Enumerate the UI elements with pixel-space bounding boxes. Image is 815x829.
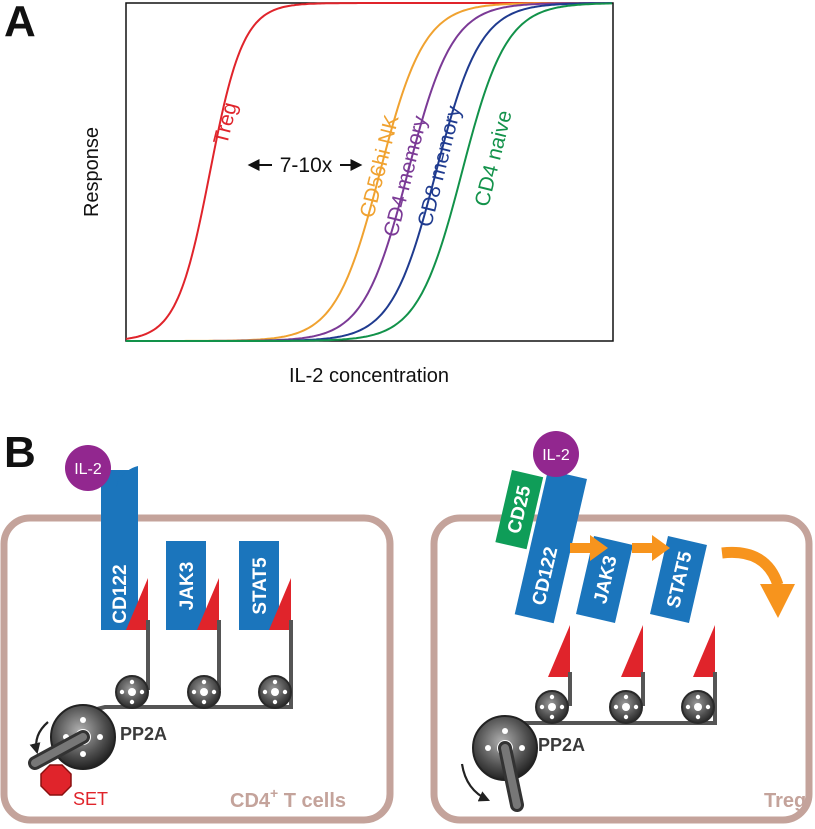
x-axis-label: IL-2 concentration	[289, 365, 449, 387]
treg-cell-label: Treg	[764, 790, 806, 812]
pp2a-wheel-left	[28, 704, 116, 770]
y-axis-label: Response	[81, 127, 103, 217]
stat5-left	[239, 541, 279, 630]
orange-arrow-2-shaft	[632, 543, 654, 553]
pp2a-label-right: PP2A	[538, 735, 585, 755]
cd122-label-left: CD122	[110, 564, 131, 623]
orange-arrow-3-shaft	[721, 546, 784, 587]
cd4-cell-membrane	[0, 514, 394, 824]
cd4-t-cell: IL-2 CD122 JAK3 STAT5	[0, 445, 394, 824]
phosphate-flag-right-2	[621, 625, 643, 677]
treg-cell: CD25 CD122 IL-2 JAK3 STAT5	[430, 431, 813, 824]
pulley-left-3	[258, 675, 292, 709]
phosphate-flag-right-1	[548, 625, 570, 677]
pulley-right-3	[681, 690, 715, 724]
il2-ligand-right	[533, 431, 579, 477]
curve-cd4-naive	[126, 2, 612, 342]
plot-frame	[125, 2, 614, 342]
cd4-cell-label-sup: +	[270, 785, 278, 801]
set-label: SET	[73, 789, 108, 809]
cd122-receptor-left	[101, 470, 138, 630]
cd122-receptor-right: CD122	[514, 470, 587, 624]
cd4-cell-label-main: CD4	[230, 790, 271, 812]
cd4-cell-label: CD4+ T cells	[230, 785, 346, 812]
cd4-cell-label-rest: T cells	[278, 790, 346, 812]
orange-arrow-1-head	[590, 535, 608, 561]
set-inhibitor-octagon	[40, 764, 72, 796]
orange-arrow-3-head	[760, 584, 795, 618]
rotation-arrow-left	[29, 721, 49, 755]
pulley-left-1	[115, 675, 149, 709]
orange-arrow-2-head	[652, 535, 670, 561]
il2-label-right: IL-2	[542, 447, 570, 464]
phosphate-flag-right-3	[693, 625, 715, 677]
pulley-left-2	[187, 675, 221, 709]
orange-arrow-1-shaft	[570, 543, 592, 553]
signaling-arrows	[570, 535, 795, 618]
phosphate-flag-left-2	[197, 578, 219, 630]
panel-b-letter: B	[4, 428, 36, 477]
cd122-cup-left	[116, 466, 138, 488]
treg-cell-membrane	[430, 514, 813, 824]
jak3-label-left: JAK3	[177, 562, 198, 611]
fold-change-label: 7-10x	[280, 154, 333, 177]
pulley-right-2	[609, 690, 643, 724]
phosphate-flag-left-1	[126, 578, 148, 630]
panel-a-letter: A	[4, 0, 36, 46]
pp2a-label-left: PP2A	[120, 724, 167, 744]
stat5-label-left: STAT5	[250, 557, 271, 615]
response-curves	[125, 2, 612, 342]
stat5-right: STAT5	[650, 536, 707, 623]
phosphate-flag-left-3	[269, 578, 291, 630]
pulley-right-1	[535, 690, 569, 724]
il2-label-left: IL-2	[74, 461, 102, 478]
rotation-arrow-right	[460, 763, 491, 802]
jak3-left	[166, 541, 206, 630]
pp2a-wheel-right	[472, 715, 538, 812]
cd25-receptor: CD25	[495, 470, 544, 550]
il2-ligand-left	[65, 445, 111, 491]
